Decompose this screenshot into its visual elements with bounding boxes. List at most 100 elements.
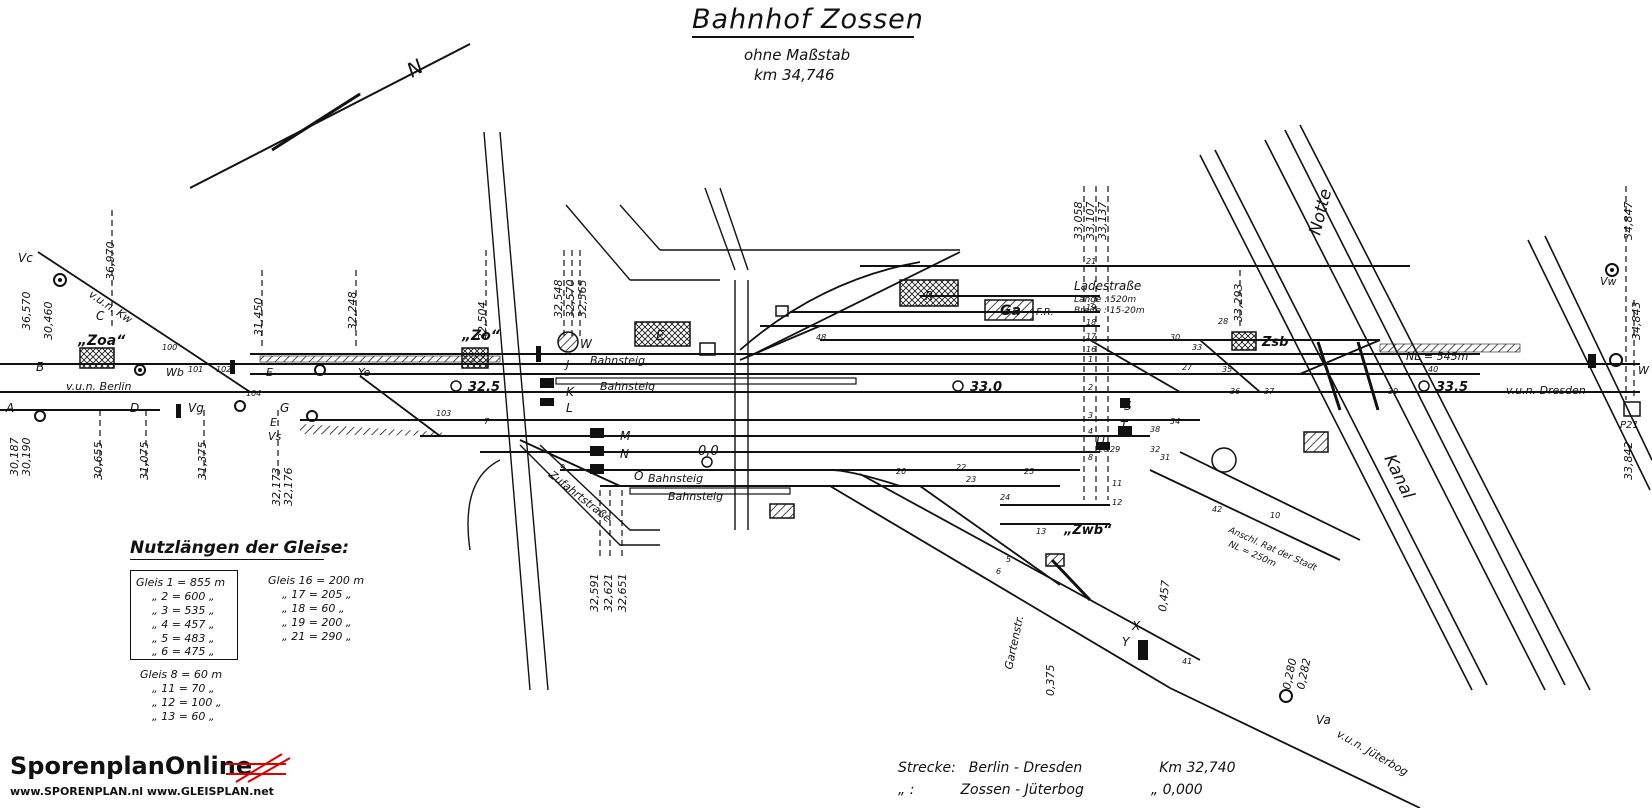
length-value: = 855 m: [177, 576, 226, 589]
length-row: „ 6 = 475 „: [152, 645, 215, 658]
km-circles: [450, 380, 1430, 468]
track-number: 4: [1088, 427, 1093, 436]
track-number: 8: [1088, 453, 1093, 462]
north-arrow: N: [189, 43, 471, 189]
track-number: 13: [1036, 527, 1046, 536]
km-mark: 31,075: [138, 442, 151, 481]
label-zsb: Zsb: [1261, 335, 1288, 350]
length-track: „ 21: [282, 630, 306, 643]
track-number: 103: [436, 409, 451, 418]
label-vs: Vs: [268, 430, 282, 443]
length-row: „ 11 = 70 „: [152, 682, 215, 695]
track-number: 38: [1150, 425, 1160, 434]
label-km330: 33,0: [970, 380, 1002, 395]
length-value: = 290 „: [308, 630, 352, 643]
route-km: Km 32,740: [1159, 760, 1236, 776]
track-number: 41: [1182, 657, 1192, 666]
lengths-table-boxed: [130, 570, 238, 660]
track-number: 24: [1000, 493, 1010, 502]
platforms: [259, 343, 1521, 495]
km-mark: 32,248: [346, 292, 359, 331]
label-o: O: [634, 469, 643, 483]
label-wb: Wb: [166, 366, 184, 379]
track-number: 10: [1270, 511, 1280, 520]
track-number: 48: [816, 333, 826, 342]
track-number: 36: [1230, 387, 1240, 396]
track-number: 23: [966, 475, 976, 484]
track-number: 20: [896, 467, 906, 476]
track-number: 34: [1170, 417, 1180, 426]
track-number: 42: [1212, 505, 1222, 514]
track-number: 2: [1088, 383, 1093, 392]
km-mark: 30,187: [8, 438, 21, 477]
label-x: X: [1131, 619, 1141, 633]
km-mark: 32,621: [602, 574, 615, 613]
track-number: 28: [1218, 317, 1228, 326]
label-vc: Vc: [18, 251, 33, 265]
km-mark: 32,651: [616, 574, 629, 613]
track-number: 102: [216, 365, 231, 374]
track-number: 37: [1264, 387, 1275, 396]
label-l: L: [566, 401, 573, 415]
logo-track-icon: [226, 753, 291, 783]
track-number: 29: [1110, 445, 1120, 454]
length-row: „ 2 = 600 „: [152, 590, 215, 603]
length-value: = 483 „: [171, 632, 215, 645]
km-mark: 30,190: [20, 438, 33, 477]
route-label: Strecke:: [898, 760, 956, 776]
length-row: „ 12 = 100 „: [152, 696, 222, 709]
length-value: = 60 „: [308, 602, 345, 615]
km-mark: 0,457: [1156, 580, 1172, 613]
length-track: „ 17: [282, 588, 306, 601]
length-row: „ 3 = 535 „: [152, 604, 215, 617]
label-m: M: [620, 429, 631, 443]
length-track: „ 2: [152, 590, 169, 603]
label-vg: Vg: [188, 401, 204, 415]
length-track: „ 13: [152, 710, 176, 723]
track-number: 40: [1428, 365, 1438, 374]
length-value: = 457 „: [171, 618, 215, 631]
label-n: N: [620, 447, 629, 461]
length-value: = 475 „: [171, 645, 215, 658]
branch-tracks: [37, 251, 1421, 808]
label-bahnsteig4: Bahnsteig: [668, 490, 723, 503]
km-mark: 32,591: [588, 574, 601, 613]
title-underline: [692, 36, 914, 38]
track-number: 100: [162, 343, 177, 352]
label-bahnsteig3: Bahnsteig: [648, 472, 703, 485]
km-mark: 32,570: [564, 280, 577, 319]
track-number: 22: [956, 463, 966, 472]
lengths-heading: Nutzlängen der Gleise:: [130, 538, 350, 558]
label-gartenstr: Gartenstr.: [1002, 614, 1026, 670]
length-track: „ 11: [152, 682, 176, 695]
km-mark: 34,843: [1630, 302, 1643, 341]
length-row: Gleis 8 = 60 m: [140, 668, 222, 681]
track-number: 30: [1170, 333, 1180, 342]
track-number: 27: [1182, 363, 1193, 372]
length-row: „ 18 = 60 „: [282, 602, 345, 615]
diagram-labels: Vc v.u.n. Kw C „Zoa“ B Wb A D Vg v.u.n. …: [5, 187, 1650, 779]
label-e-upper: E: [266, 366, 273, 379]
length-value: = 60 m: [181, 668, 223, 681]
label-zwb: „Zwb“: [1063, 523, 1112, 538]
km-mark: 0,282: [1294, 657, 1313, 691]
label-vw: Vw: [1600, 275, 1617, 288]
length-track: „ 6: [152, 645, 169, 658]
label-y: Y: [1122, 635, 1131, 649]
label-j: J: [564, 358, 569, 371]
label-b: B: [36, 360, 44, 374]
route-line-1: Strecke: Berlin - Dresden Km 32,740: [898, 760, 1236, 776]
km-mark: 33,107: [1084, 202, 1097, 241]
track-number: 35: [1222, 365, 1232, 374]
label-zoa: „Zoa“: [77, 333, 126, 349]
label-w-right: W: [1638, 364, 1650, 377]
km-mark: 30,460: [42, 302, 55, 341]
label-e-building: E: [656, 329, 665, 344]
length-value: = 600 „: [171, 590, 215, 603]
track-number: 1: [1088, 355, 1093, 364]
length-row: „ 4 = 457 „: [152, 618, 215, 631]
track-number: 6: [996, 567, 1001, 576]
track-number: 31: [1160, 453, 1170, 462]
label-zo: „Zo“: [461, 328, 501, 344]
track-number: 19: [1086, 303, 1096, 312]
